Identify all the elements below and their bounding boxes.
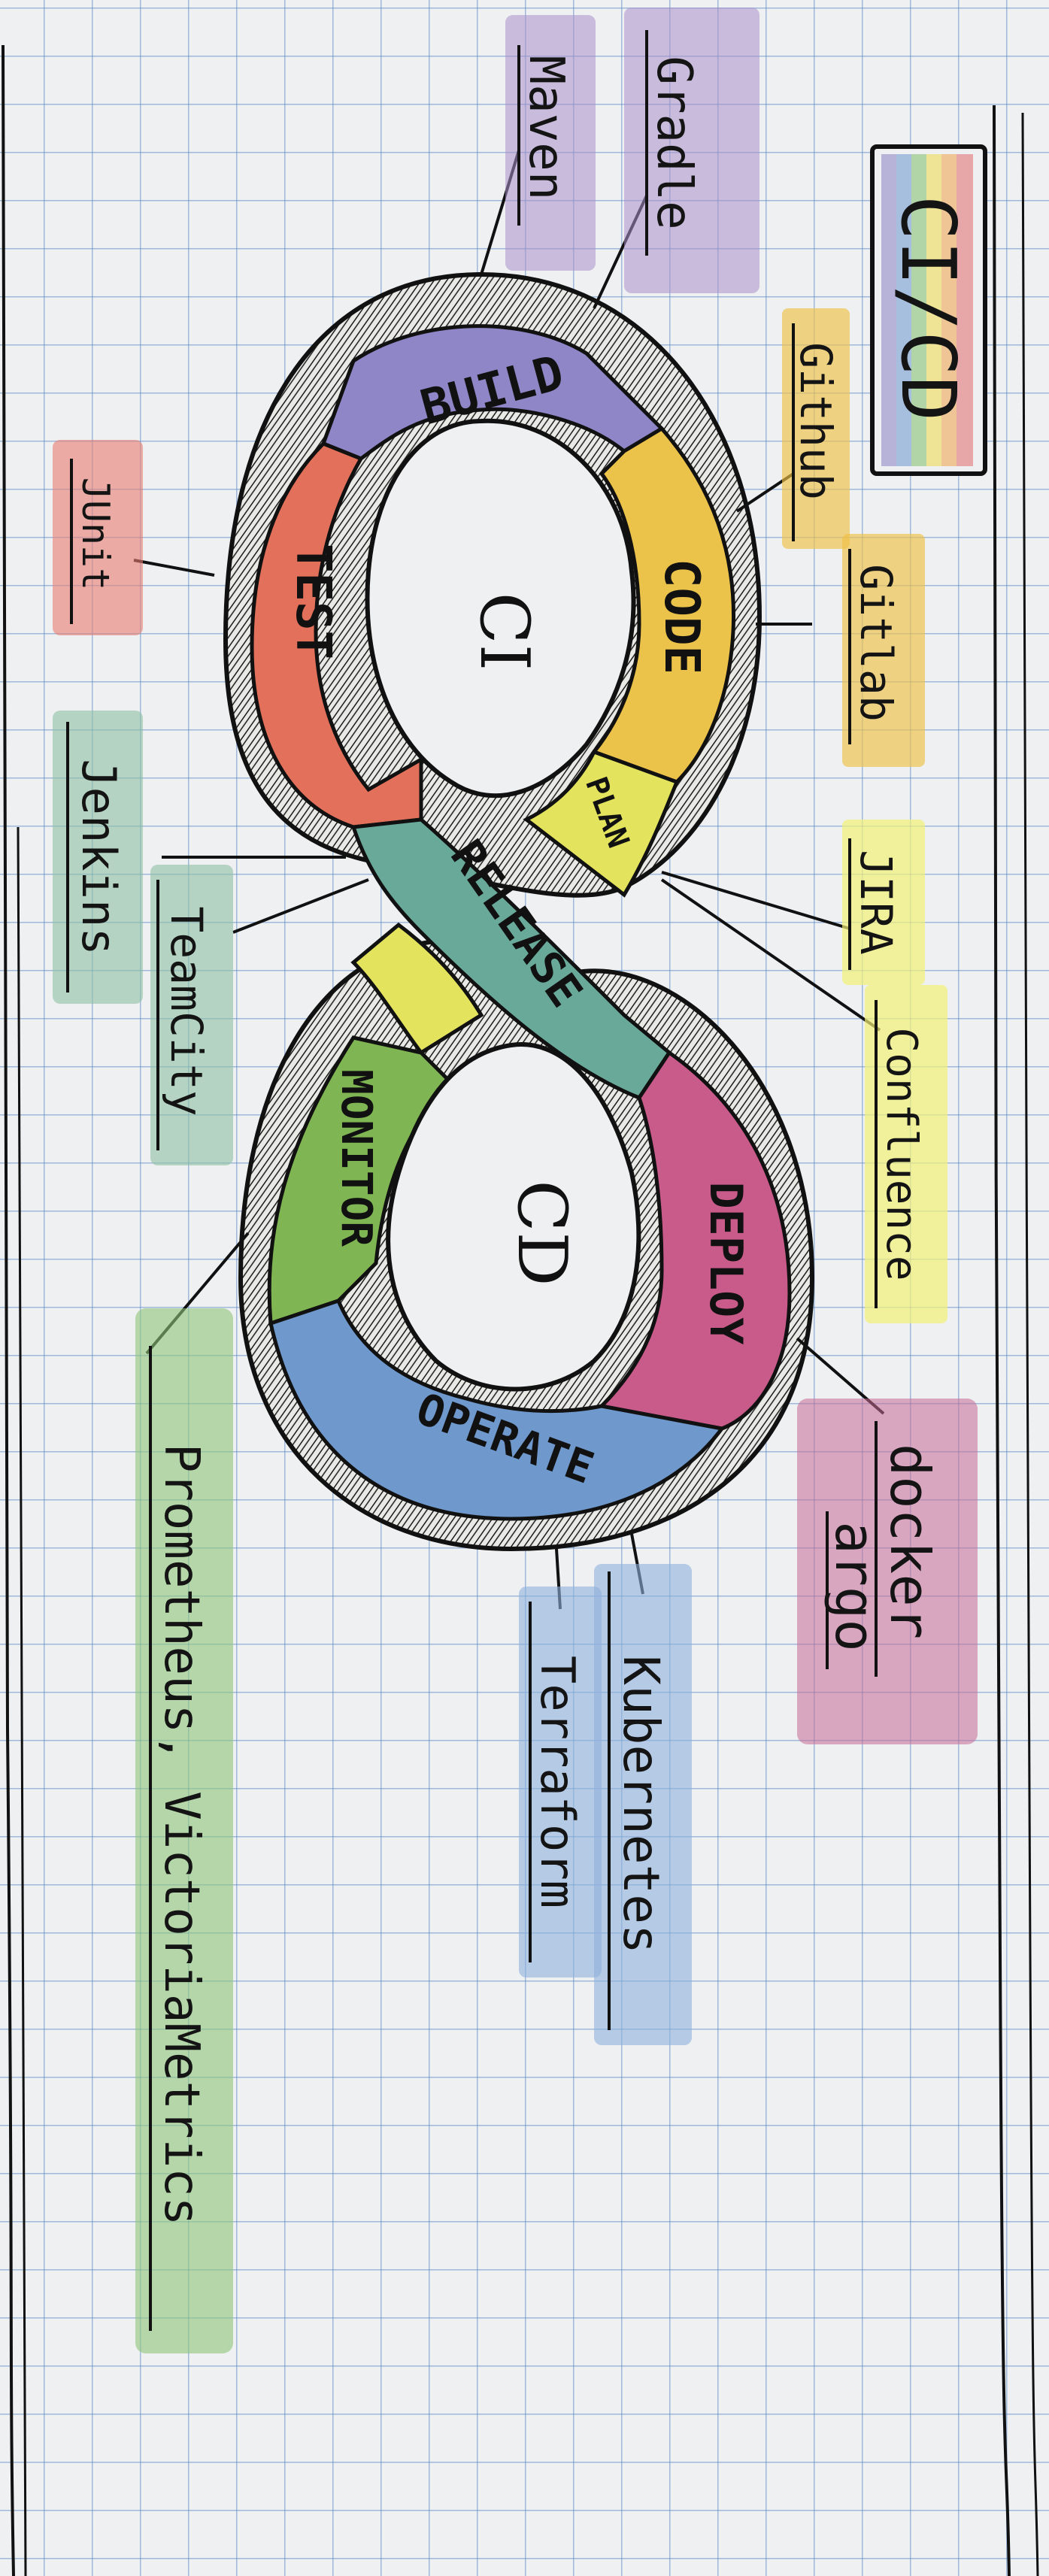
release-segment xyxy=(350,817,672,1101)
deploy-segment xyxy=(597,1050,792,1431)
tool-docker: docker xyxy=(878,1444,941,1639)
cd-loop-label: CD xyxy=(502,1180,581,1286)
tool-terraform: Terraform xyxy=(530,1656,585,1908)
tool-prometheus-victoriametrics: Prometheus, VictoriaMetrics xyxy=(153,1444,209,2226)
ci-inner-hole xyxy=(365,418,636,799)
inner-holes xyxy=(365,418,641,1392)
stage-segments xyxy=(250,324,792,1521)
tool-gitlab: Gitlab xyxy=(850,564,902,722)
ci-loop-label: CI xyxy=(465,592,544,671)
code-label: CODE xyxy=(653,559,709,674)
connector-lines xyxy=(133,150,885,1610)
tool-maven: Maven xyxy=(518,56,574,201)
tool-argo: argo xyxy=(823,1521,887,1651)
tool-jira: JIRA xyxy=(850,850,902,955)
deploy-label: DEPLOY xyxy=(699,1182,752,1345)
build-segment xyxy=(320,324,665,461)
tool-teamcity: TeamCity xyxy=(161,906,212,1116)
tool-github: Github xyxy=(790,342,841,500)
tool-kubernetes: Kubernetes xyxy=(612,1655,670,1953)
operate-segment xyxy=(268,1298,726,1521)
tool-jenkins: Jenkins xyxy=(71,759,126,955)
cd-inner-hole xyxy=(386,1042,641,1392)
test-label: TEST xyxy=(285,544,341,659)
title-box: CI/CD xyxy=(870,144,987,476)
code-segment xyxy=(590,426,736,784)
tool-confluence: Confluence xyxy=(877,1027,926,1280)
plan-segment xyxy=(523,749,680,898)
monitor-label: MONITOR xyxy=(332,1069,380,1247)
page-title: CI/CD xyxy=(884,195,972,421)
margin-lines xyxy=(2,44,1039,2576)
tool-junit: JUnit xyxy=(74,477,117,591)
tool-gradle: Gradle xyxy=(646,56,702,229)
tool-labels: Maven Gradle Github Gitlab JUnit Jenkins… xyxy=(53,8,978,2353)
